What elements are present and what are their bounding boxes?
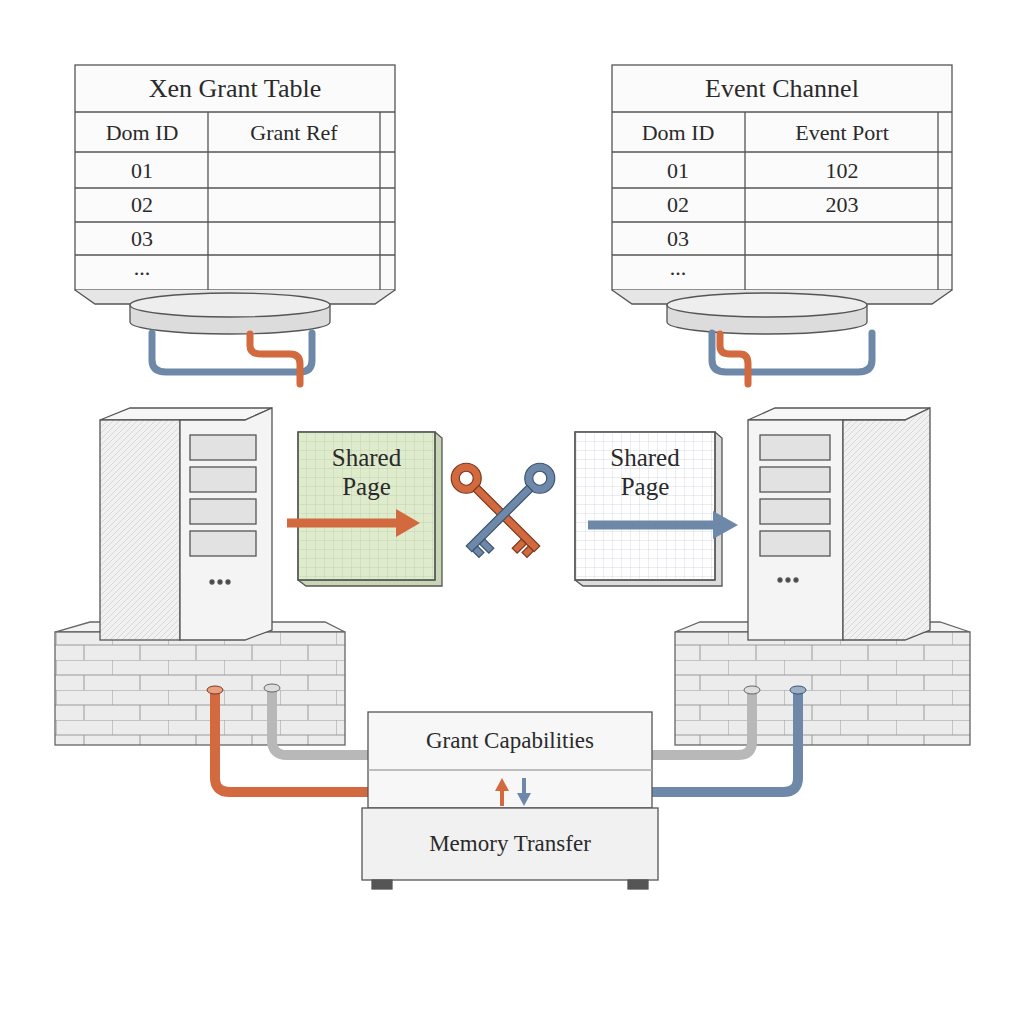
table-cell: 102 xyxy=(826,159,859,183)
key-blue xyxy=(458,457,562,561)
capability-boxes xyxy=(362,712,658,889)
table-cell: ... xyxy=(134,256,151,280)
table-cell: Dom ID xyxy=(642,121,715,145)
node-label: Xen Grant Table xyxy=(149,74,321,104)
left-server xyxy=(100,408,272,640)
table-bases xyxy=(130,293,867,334)
node-label: Shared Page xyxy=(317,444,417,502)
table-title: Xen Grant Table xyxy=(75,65,395,112)
table-cell: 02 xyxy=(131,193,153,217)
shared-page-right-sheet xyxy=(575,432,722,586)
grant-table-grid xyxy=(75,65,395,304)
table-cell: 03 xyxy=(131,227,153,251)
node-label: Grant Capabilities xyxy=(426,728,594,754)
right-server xyxy=(748,408,930,640)
table-cell: 01 xyxy=(667,159,689,183)
table-cell: Dom ID xyxy=(106,121,179,145)
node-label: Event Channel xyxy=(705,74,859,104)
event-table-grid xyxy=(612,65,952,304)
capability-box: Grant Capabilities xyxy=(368,712,652,770)
transfer-box: Memory Transfer xyxy=(362,808,658,880)
shared-page: Shared Page xyxy=(298,432,435,580)
transfer-arrows xyxy=(495,778,531,806)
table-cell: 03 xyxy=(667,227,689,251)
node-label: Memory Transfer xyxy=(429,831,591,857)
table-pipes xyxy=(152,333,872,384)
shared-page-left-sheet xyxy=(298,432,442,586)
node-label: Shared Page xyxy=(595,444,695,502)
table-cell: Grant Ref xyxy=(250,121,337,145)
shared-page: Shared Page xyxy=(575,432,715,580)
table-cell: 02 xyxy=(667,193,689,217)
table-cell: 203 xyxy=(826,193,859,217)
table-cell: ... xyxy=(670,256,687,280)
table-title: Event Channel xyxy=(612,65,952,112)
table-cell: Event Port xyxy=(795,121,889,145)
table-cell: 01 xyxy=(131,159,153,183)
